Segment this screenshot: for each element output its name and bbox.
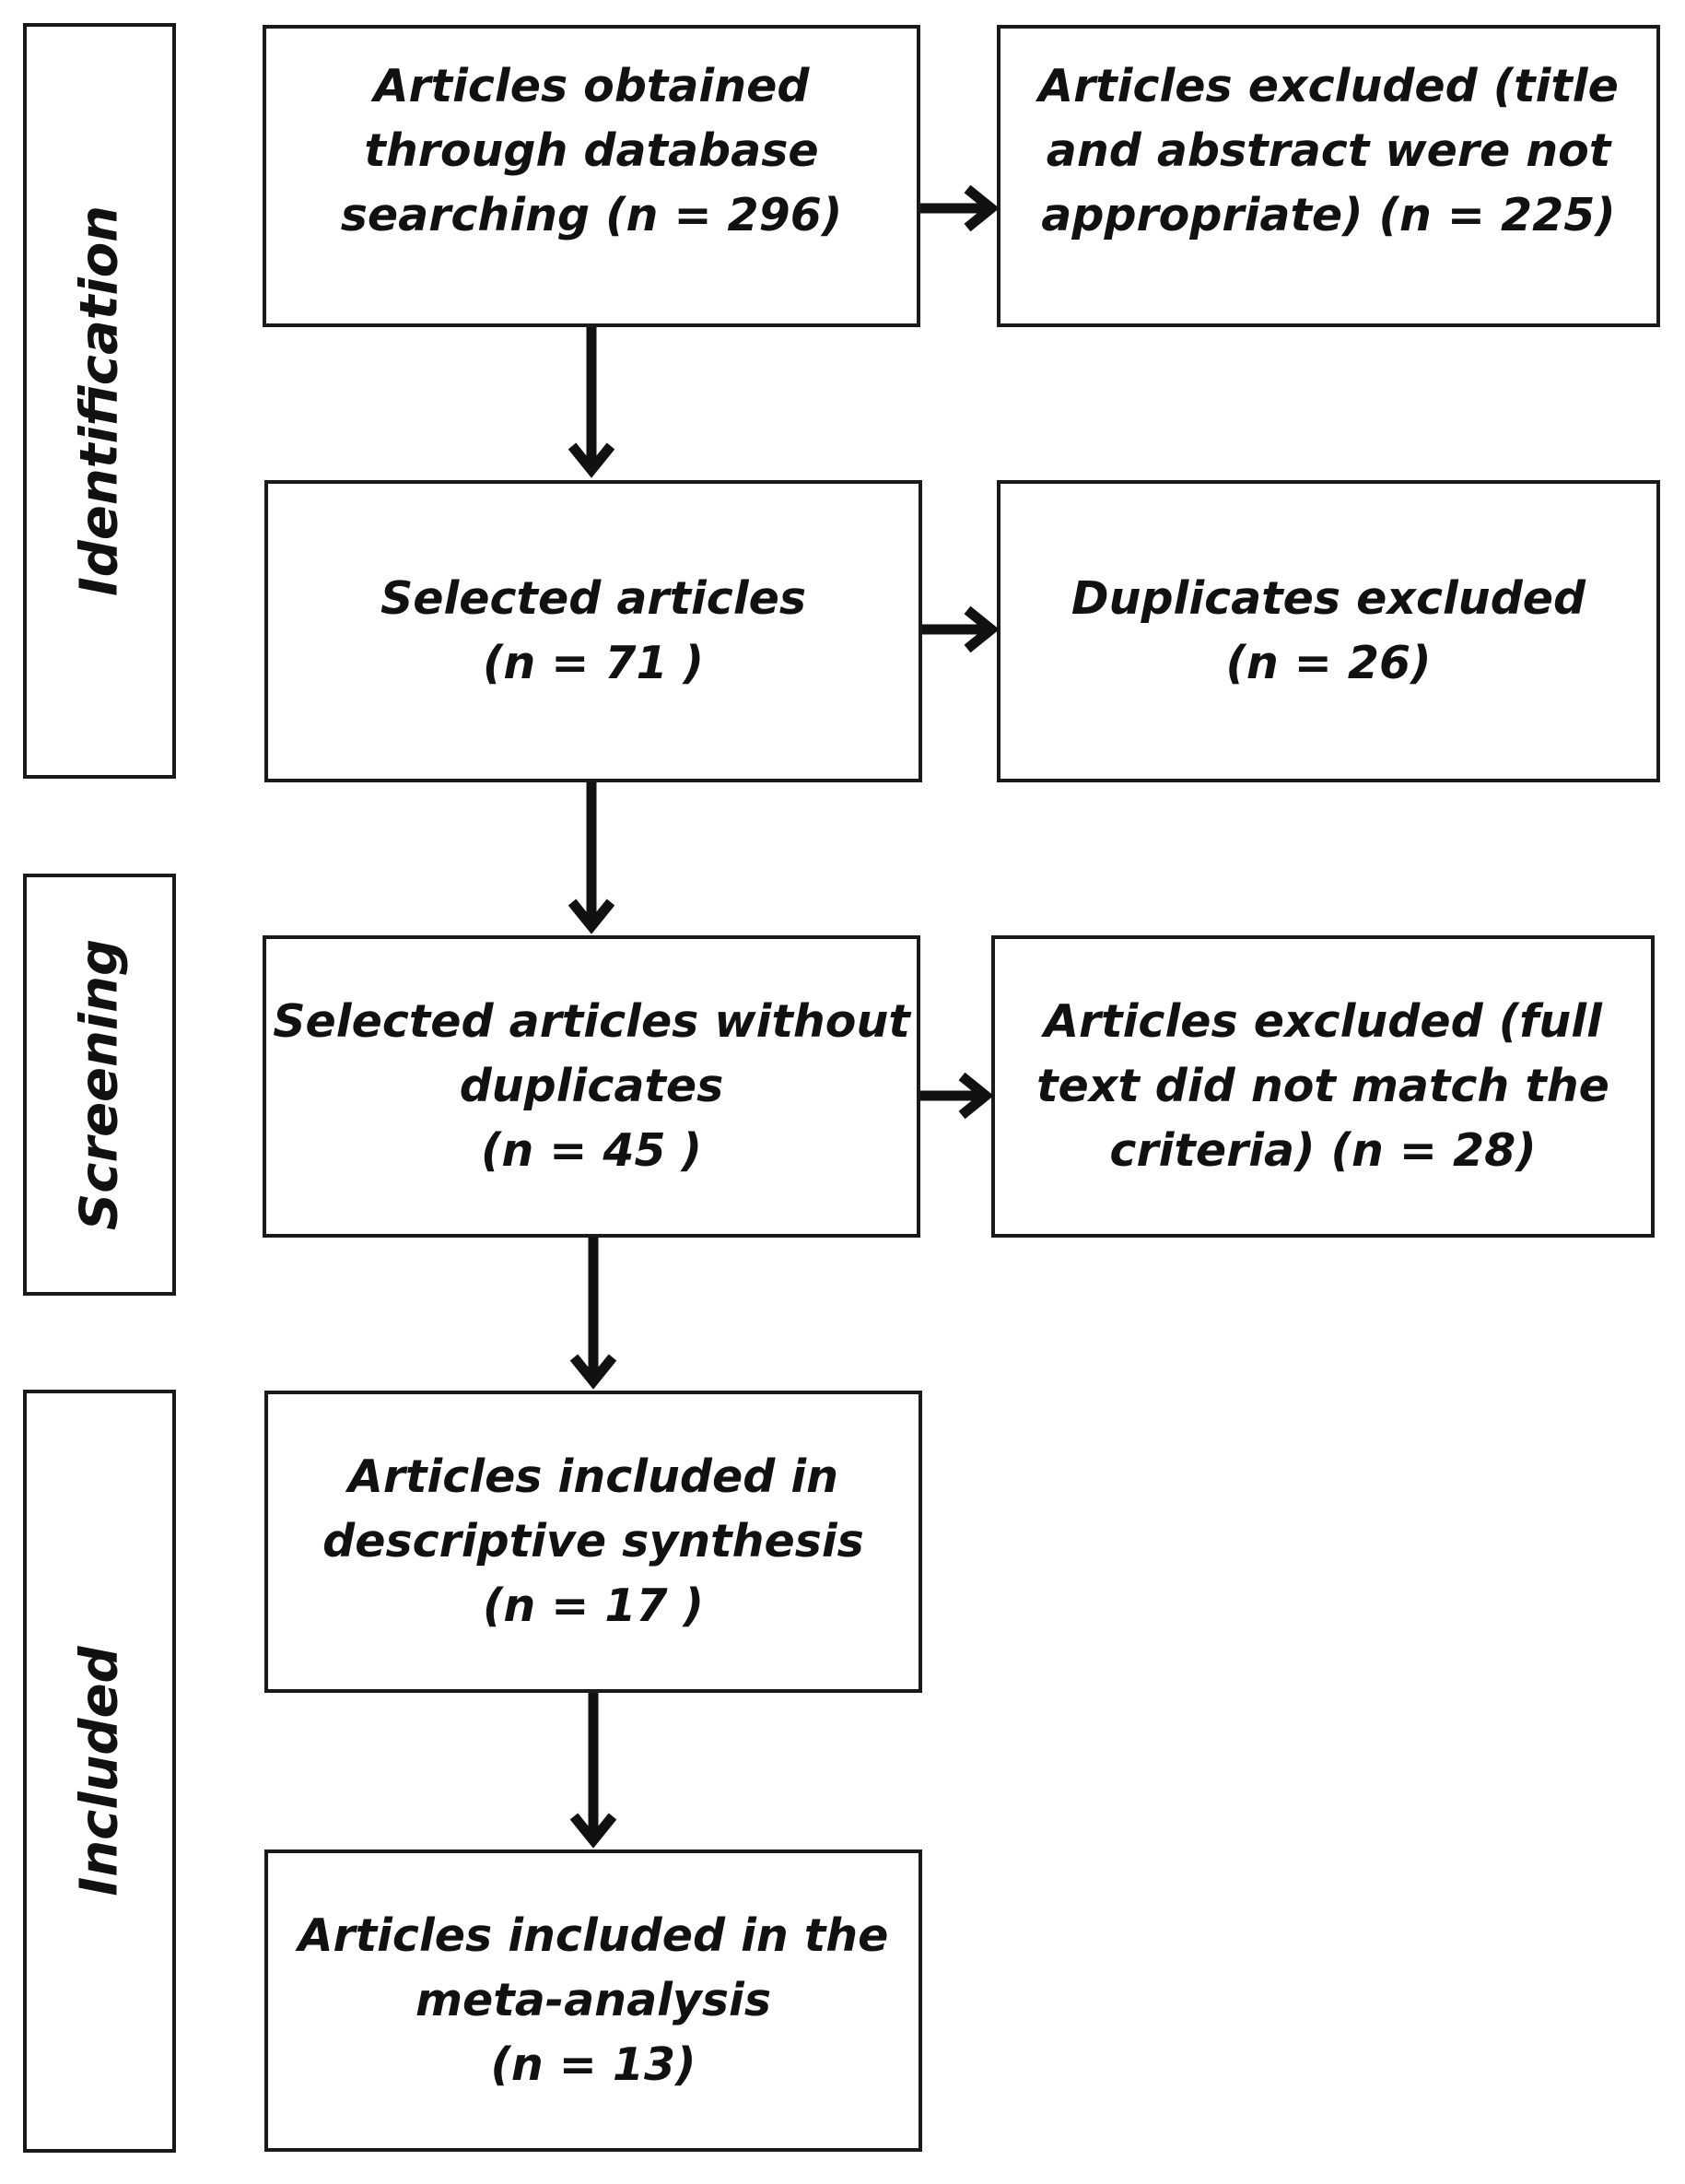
box-line: descriptive synthesis — [322, 1515, 864, 1568]
box-line: Articles excluded (full — [1044, 995, 1602, 1048]
box-line: text did not match the — [1036, 1060, 1609, 1112]
box-line: (n = 45 ) — [480, 1124, 703, 1177]
box-line: (n = 13) — [490, 2038, 696, 2091]
box-meta-analysis: Articles included in the meta-analysis (… — [264, 1849, 922, 2152]
box-line: Selected articles — [380, 572, 807, 625]
box-line: through database — [364, 124, 819, 177]
box-duplicates-excluded: Duplicates excluded (n = 26) — [997, 480, 1660, 782]
box-excluded-title-abstract: Articles excluded (title and abstract we… — [997, 25, 1660, 327]
arrow-head — [964, 605, 1000, 653]
box-line: Articles obtained — [373, 60, 810, 112]
arrow-head — [568, 898, 615, 934]
arrow-head — [569, 1813, 617, 1849]
box-line: Articles included in — [347, 1450, 839, 1503]
box-line: Selected articles without — [273, 995, 910, 1048]
box-without-duplicates: Selected articles without duplicates (n … — [263, 935, 920, 1238]
arrow-head — [964, 184, 1000, 232]
box-excluded-full-text: Articles excluded (full text did not mat… — [991, 935, 1655, 1238]
box-line: (n = 17 ) — [482, 1579, 705, 1632]
box-line: appropriate) (n = 225) — [1041, 189, 1616, 241]
stage-screening: Screening — [23, 874, 176, 1296]
box-database-search: Articles obtained through database searc… — [263, 25, 920, 327]
stage-included: Included — [23, 1390, 176, 2153]
arrow-head — [569, 1354, 617, 1390]
box-line: Articles included in the — [298, 1909, 889, 1962]
box-descriptive-synthesis: Articles included in descriptive synthes… — [264, 1391, 922, 1693]
box-line: criteria) (n = 28) — [1109, 1124, 1537, 1177]
box-line: duplicates — [459, 1060, 724, 1112]
box-line: Articles excluded (title — [1038, 60, 1619, 112]
box-line: searching (n = 296) — [340, 189, 843, 241]
arrow-head — [568, 442, 615, 478]
arrow-head — [958, 1072, 994, 1120]
box-line: meta-analysis — [415, 1974, 771, 2026]
box-selected-articles: Selected articles (n = 71 ) — [264, 480, 922, 782]
box-line: (n = 26) — [1225, 637, 1432, 689]
box-line: and abstract were not — [1046, 124, 1611, 177]
box-line: (n = 71 ) — [482, 637, 705, 689]
stage-identification: Identification — [23, 23, 176, 779]
box-line: Duplicates excluded — [1071, 572, 1586, 625]
